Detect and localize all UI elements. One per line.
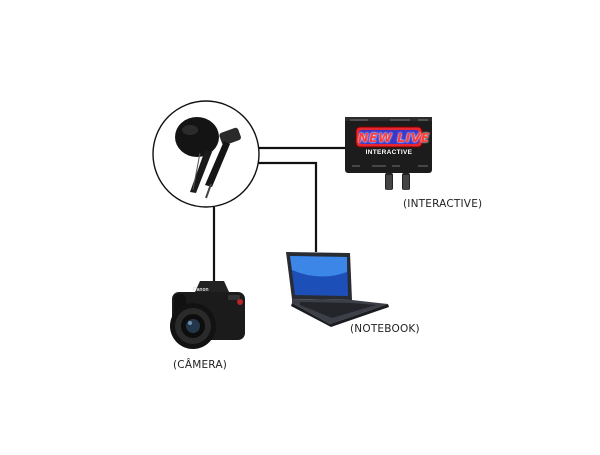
lavalier-microphone-icon [175,117,241,199]
interactive-brand-subtitle: INTERACTIVE [365,149,413,156]
microphone-node [152,100,260,208]
camera-icon [170,281,245,349]
camera-label: (CÂMERA) [173,359,228,371]
edge-microphone-notebook [258,161,318,252]
knob-icon [385,173,393,190]
notebook-label: (NOTEBOOK) [350,323,420,335]
interactive-brand-logo: NEW LIVE [358,130,430,145]
camera-brand-logo: Canon [193,287,209,293]
interactive-label: (INTERACTIVE) [403,198,483,210]
interactive-device [345,117,432,190]
knob-icon [402,173,410,190]
notebook-icon [286,252,389,327]
